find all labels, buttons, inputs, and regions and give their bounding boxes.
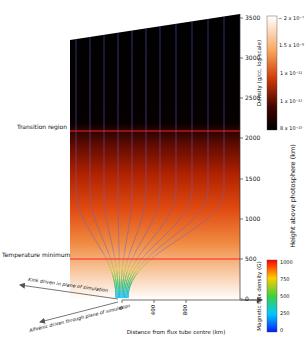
- colorbar-label: 1.5 x 10⁻⁹: [279, 43, 304, 48]
- axis-title: Height above photosphere (km): [290, 144, 297, 248]
- axis-title: Distance from flux tube centre (km): [127, 330, 226, 336]
- layer-label: Transition region: [17, 124, 67, 130]
- colorbar-title: Density (g/cc, log scale): [257, 40, 263, 106]
- colorbar-label: 250: [280, 311, 290, 316]
- tick-label: 800: [183, 305, 189, 316]
- colorbar-label: 1 x 10⁻¹¹: [280, 71, 302, 76]
- tick-label: 1000: [245, 216, 260, 222]
- colorbar-label: ~ 2 x 10⁻⁷: [278, 16, 304, 21]
- colorbar-label: 750: [280, 277, 290, 282]
- tick-label: 2000: [245, 135, 260, 141]
- tick-label: 400: [151, 305, 157, 316]
- colorbar-label: 8 x 10⁻¹⁵: [280, 126, 302, 131]
- tick-label: 0: [245, 296, 249, 302]
- arrow-label: Alfvénic driven through plane of simulat…: [29, 304, 131, 334]
- colorbar-label: 1 x 10⁻¹³: [280, 99, 302, 104]
- colorbar-label: 1000: [280, 260, 293, 265]
- colorbar-label: 0: [280, 328, 283, 333]
- layer-label: Temperature minimum: [2, 252, 70, 258]
- tick-label: 3500: [245, 15, 260, 21]
- colorbar-label: 500: [280, 294, 290, 299]
- colorbar-title: Magnetic flux density (G): [257, 261, 263, 330]
- tick-label: 1500: [245, 176, 260, 182]
- tick-label: 500: [245, 256, 256, 262]
